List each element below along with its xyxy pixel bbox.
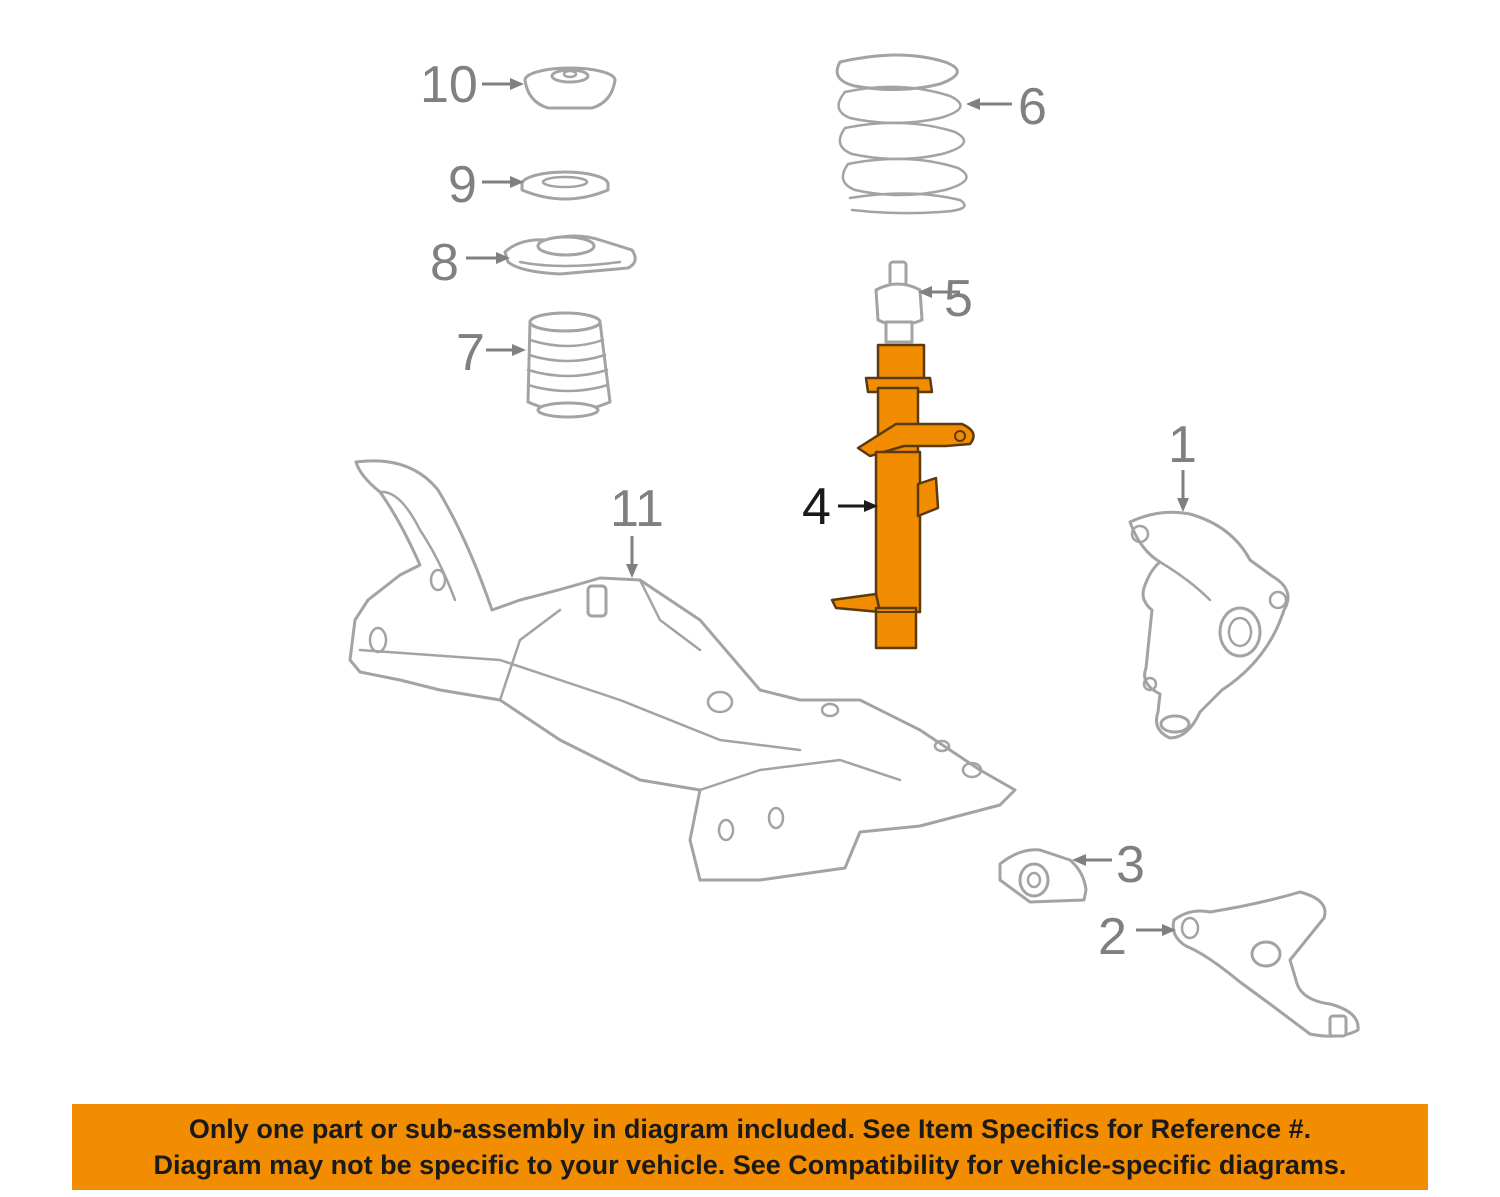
callout-8: 8 <box>430 234 459 292</box>
part-9-bearing <box>520 170 610 201</box>
part-7-bump-stop <box>526 311 612 419</box>
part-1-knuckle <box>1128 510 1290 740</box>
callout-7: 7 <box>456 324 485 382</box>
callout-11: 11 <box>610 480 664 538</box>
callout-1: 1 <box>1168 416 1197 474</box>
callout-4: 4 <box>802 478 831 536</box>
disclaimer-line-2: Diagram may not be specific to your vehi… <box>153 1150 1347 1180</box>
callout-5: 5 <box>944 270 973 328</box>
part-6-coil-spring <box>835 53 968 215</box>
callout-9: 9 <box>448 156 477 214</box>
callout-2: 2 <box>1098 908 1127 966</box>
part-5-strut-boot <box>874 260 924 344</box>
callout-10: 10 <box>420 56 478 114</box>
part-10-strut-mount <box>523 66 617 110</box>
part-8-spring-seat <box>503 234 637 276</box>
disclaimer-line-1: Only one part or sub-assembly in diagram… <box>188 1114 1312 1144</box>
part-2-control-arm <box>1171 890 1360 1038</box>
part-4-strut-highlighted <box>830 343 975 650</box>
callout-3: 3 <box>1116 836 1145 894</box>
part-11-subframe <box>348 459 1017 882</box>
disclaimer-banner: Only one part or sub-assembly in diagram… <box>72 1104 1428 1190</box>
callout-6: 6 <box>1018 78 1047 136</box>
part-3-bushing <box>998 848 1088 904</box>
parts-diagram: 10 9 8 7 6 <box>348 53 1360 1038</box>
